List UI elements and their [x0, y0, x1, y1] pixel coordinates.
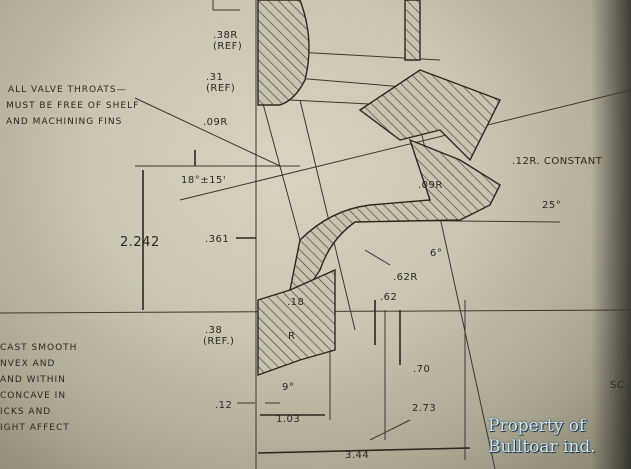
dim-label: (REF) [213, 41, 242, 52]
dim-label: .09R [418, 180, 443, 191]
dim-label: SC [610, 380, 624, 391]
watermark-line-1: Property of [488, 416, 586, 436]
dim-label: .12 [215, 400, 232, 411]
dim-label: .12R. CONSTANT [512, 156, 603, 167]
note-line: AND WITHIN [0, 375, 66, 385]
dim-label: (REF) [206, 83, 235, 94]
dim-label: .18 [287, 297, 304, 308]
valve-section-hatched [257, 0, 501, 376]
dim-label: .09R [203, 117, 228, 128]
dim-label: 1.03 [276, 414, 300, 425]
dim-label: .62R [393, 272, 418, 283]
dim-label: .31 [206, 72, 223, 83]
dim-label: .361 [205, 234, 229, 245]
watermark: Property of Bulltoar ind. [488, 416, 596, 458]
dim-label: 25° [542, 200, 561, 211]
note-cast-smooth: CAST SMOOTH NVEX AND AND WITHIN CONCAVE … [0, 343, 77, 433]
watermark-line-2: Bulltoar ind. [488, 437, 596, 457]
dimension-lines [142, 150, 471, 454]
note-line: AND MACHINING FINS [6, 117, 122, 127]
photo-shadow [591, 0, 631, 469]
note-line: NVEX AND [0, 359, 55, 369]
dim-label: 18°±15' [181, 175, 226, 186]
note-line: ICKS AND [0, 407, 51, 417]
dim-label: 6° [430, 248, 442, 259]
dim-label: 2.73 [412, 403, 436, 414]
note-line: CAST SMOOTH [0, 343, 77, 353]
dimension-labels: .38R (REF) .31 (REF) .09R 18°±15' 2.242 … [120, 30, 624, 461]
dim-label: .38 [205, 325, 222, 336]
note-line: MUST BE FREE OF SHELF [6, 101, 139, 111]
note-line: CONCAVE IN [0, 391, 66, 401]
note-valve-throats: ALL VALVE THROATS— MUST BE FREE OF SHELF… [6, 85, 139, 127]
dim-label: .70 [413, 364, 430, 375]
note-line: ALL VALVE THROATS— [8, 85, 127, 95]
dim-label: 2.242 [120, 235, 160, 250]
dim-label: 9° [282, 382, 294, 393]
dim-label: 3.44 [345, 450, 369, 461]
dim-label: R [288, 331, 295, 342]
dim-label: (REF.) [203, 336, 234, 347]
dim-label: .62 [380, 292, 397, 303]
note-line: IGHT AFFECT [0, 423, 70, 433]
dim-label: .38R [213, 30, 238, 41]
